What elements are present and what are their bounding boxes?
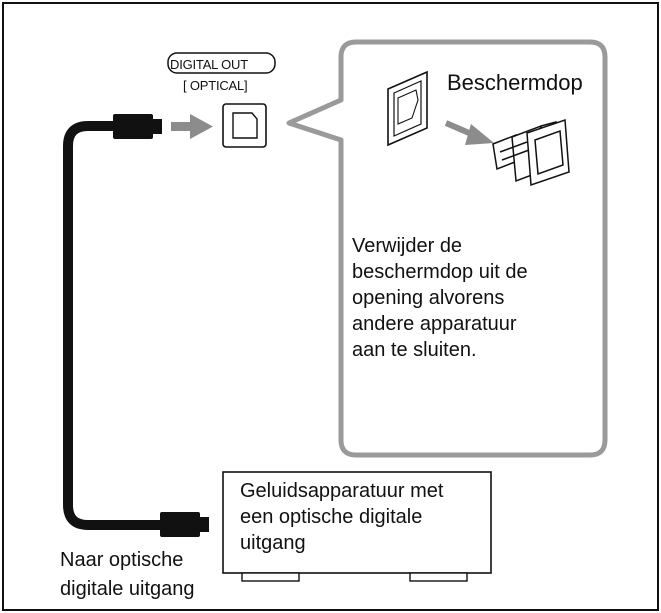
device-label-line: uitgang (240, 532, 306, 554)
optical-port-icon (222, 103, 267, 148)
instruction-line: beschermdop uit de (352, 261, 528, 283)
source-label: Naar optische digitale uitgang (60, 546, 195, 604)
device-foot-left (241, 572, 300, 582)
optical-cable (63, 121, 170, 530)
protective-cap-icon (492, 118, 570, 187)
device-label-line: Geluidsapparatuur met (240, 480, 444, 502)
cap-label: Beschermdop (447, 70, 583, 95)
device-foot-right (409, 572, 468, 582)
bottom-cable-plug-icon (160, 512, 209, 537)
source-label-line: Naar optische (60, 549, 184, 571)
socket-illustration-icon (387, 70, 428, 147)
device-label-line: een optische digitale (240, 506, 423, 528)
audio-device-box (222, 471, 492, 574)
remove-cap-arrow-icon (444, 120, 494, 145)
port-sublabel: [ OPTICAL] (183, 78, 248, 93)
source-label-line: digitale uitgang (60, 578, 195, 600)
port-label-box (167, 52, 276, 74)
top-cable-plug-icon (113, 114, 162, 139)
instruction-line: opening alvorens (352, 287, 505, 309)
instruction-line: aan te sluiten. (352, 339, 477, 361)
instruction-line: andere apparatuur (352, 313, 517, 335)
instruction-text: Verwijder de beschermdop uit de opening … (352, 233, 622, 363)
device-label: Geluidsapparatuur met een optische digit… (240, 478, 443, 556)
insert-arrow-icon (171, 114, 213, 139)
port-label: DIGITAL OUT (170, 57, 248, 72)
instruction-line: Verwijder de (352, 235, 463, 257)
